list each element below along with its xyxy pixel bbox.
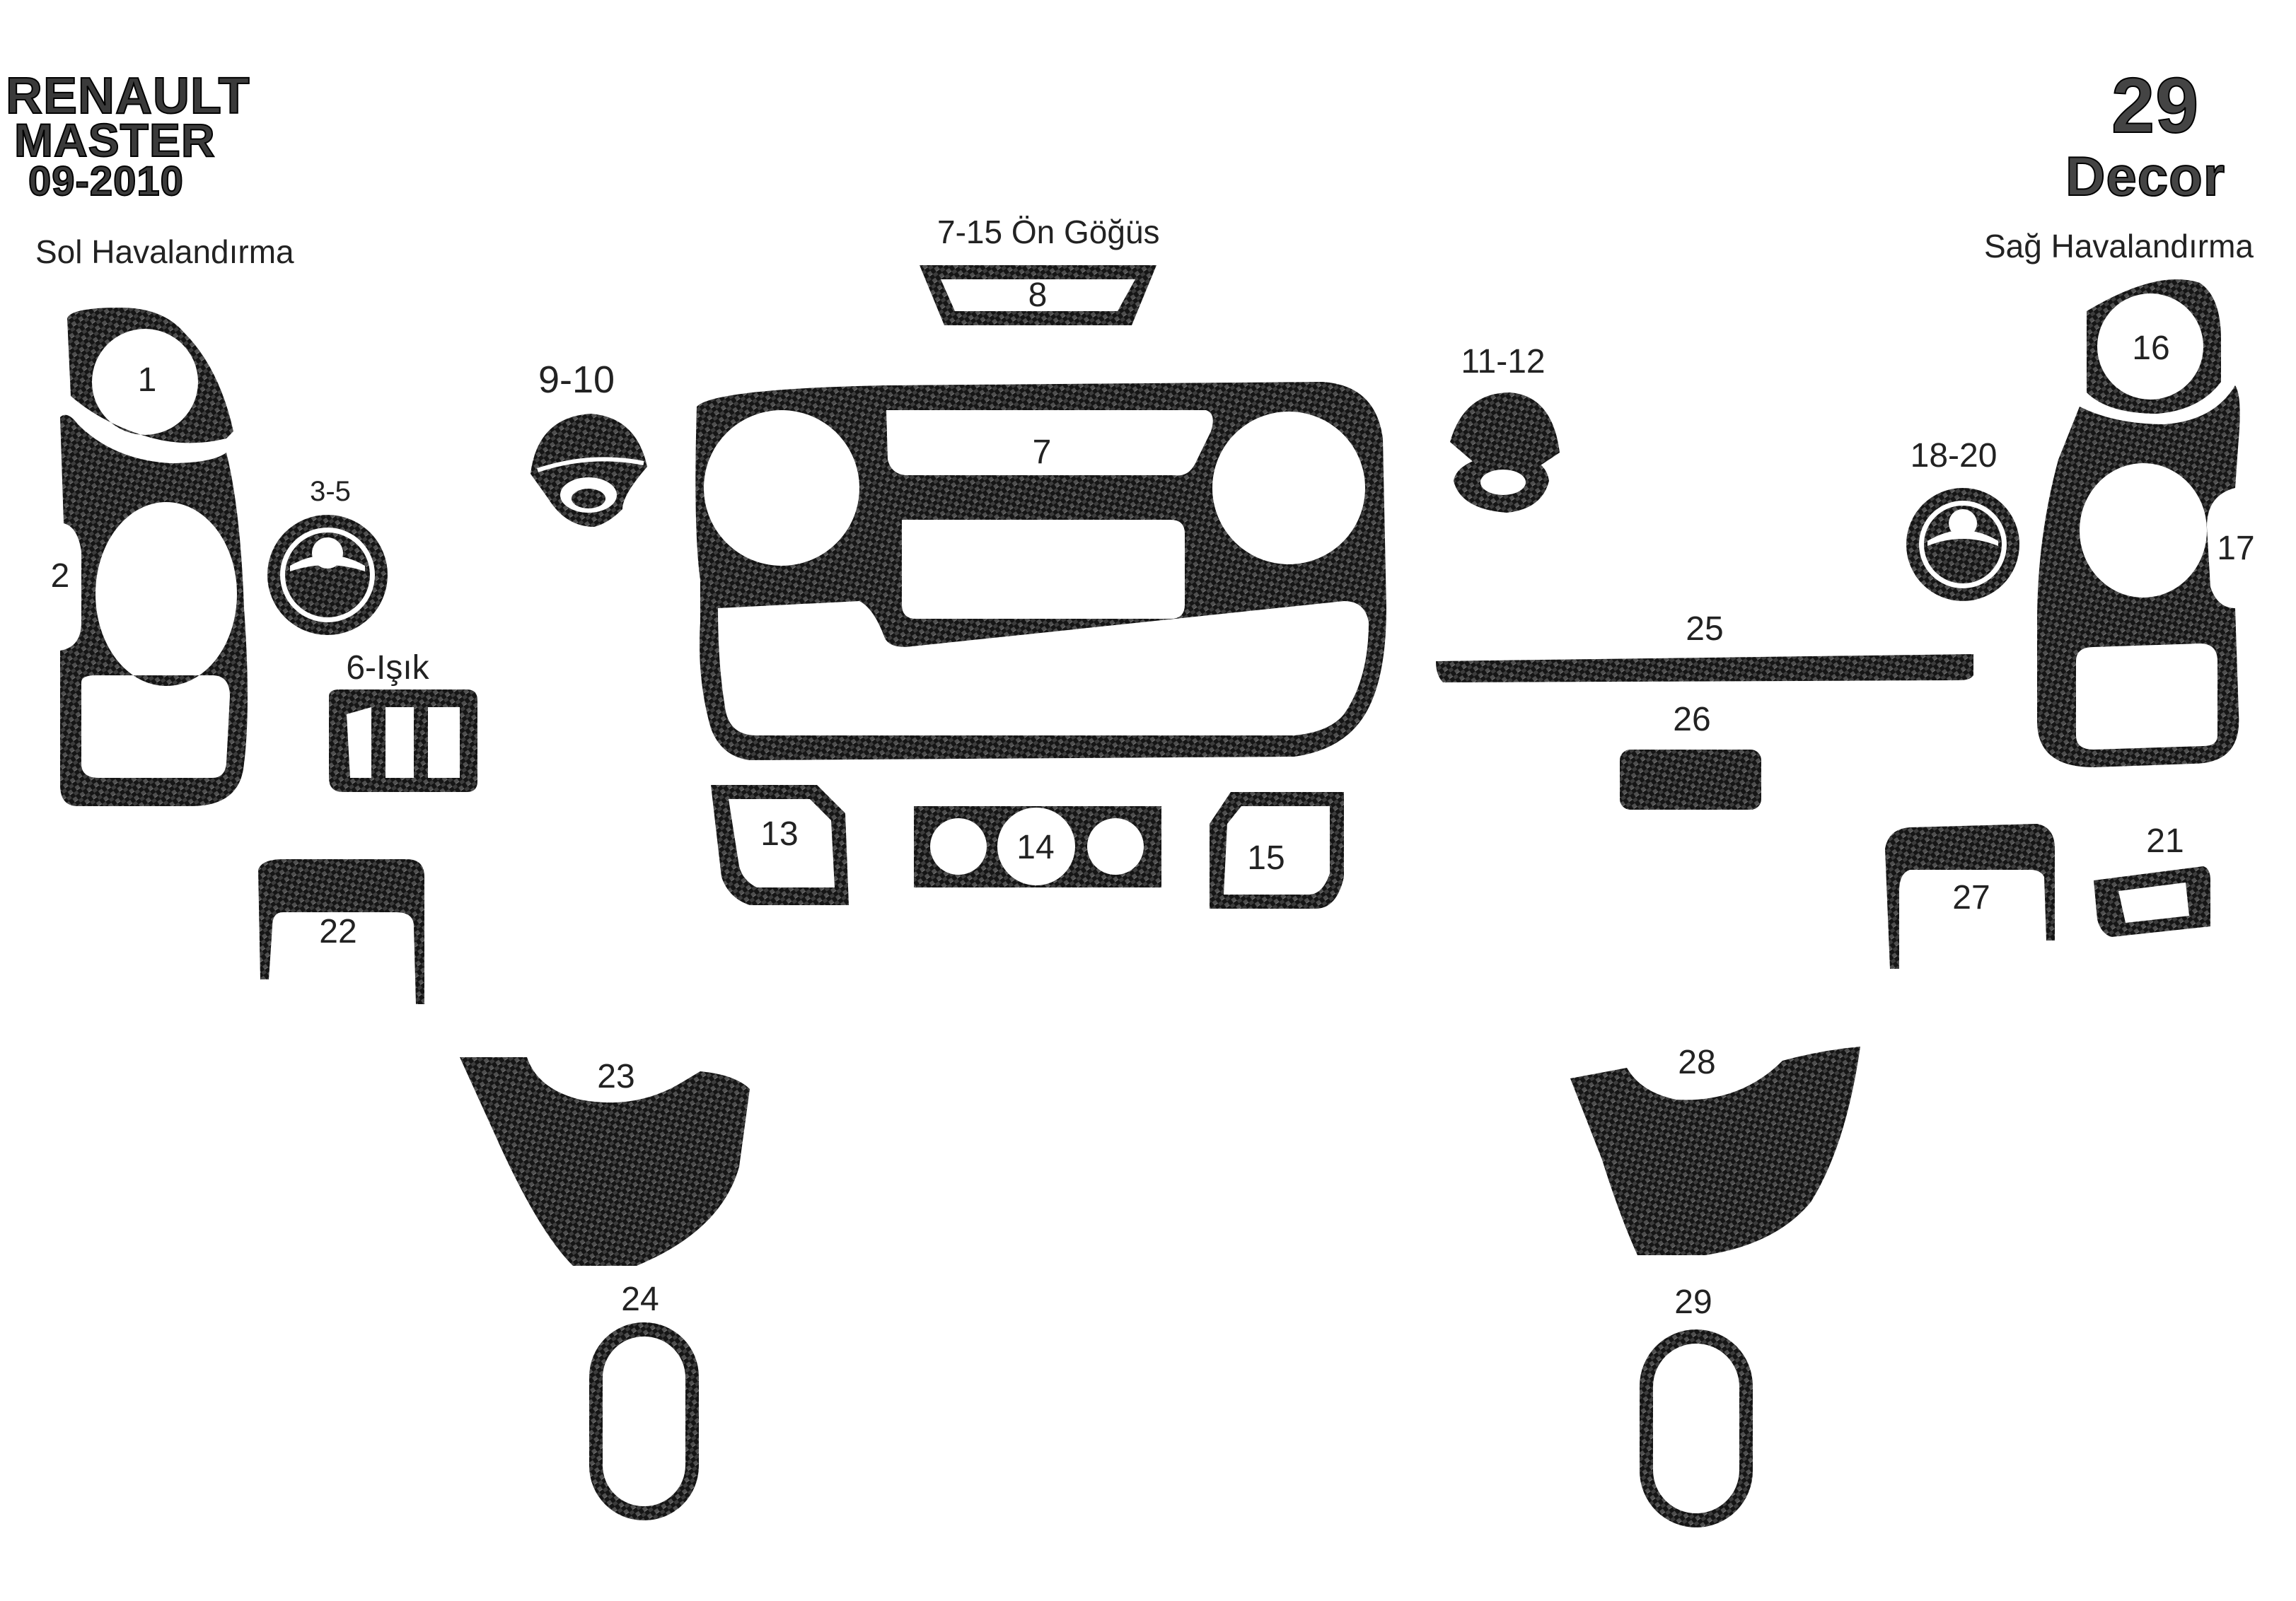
part-11-12-label: 11-12 — [1461, 343, 1546, 380]
brand-title: RENAULT — [5, 68, 250, 124]
part-24-shape — [589, 1322, 699, 1520]
part-9-10-label: 9-10 — [538, 359, 615, 401]
part-7-shape — [695, 382, 1386, 760]
part-16-label: 16 — [2132, 330, 2170, 367]
part-27-label: 27 — [1952, 879, 1990, 916]
part-22-label: 22 — [319, 913, 357, 950]
part-27-shape — [1885, 824, 2055, 969]
part-23-shape — [460, 1057, 750, 1266]
part-29-shape — [1640, 1329, 1753, 1527]
part-24-label: 24 — [621, 1281, 659, 1318]
part-1-shape — [67, 308, 233, 443]
part-6-shape — [329, 689, 477, 792]
part-8-label: 8 — [1028, 276, 1048, 314]
part-28-label: 28 — [1678, 1044, 1716, 1081]
part-17-label: 17 — [2217, 530, 2255, 567]
part-16-shape — [2087, 279, 2221, 414]
part-18-20-label: 18-20 — [1910, 437, 1998, 475]
group-right-vent-label: Sağ Havalandırma — [1984, 228, 2254, 264]
part-22-shape — [258, 859, 424, 1004]
part-3-5-shape — [267, 515, 388, 635]
part-14-label: 14 — [1016, 829, 1055, 866]
part-7-label: 7 — [1032, 433, 1052, 471]
part-11-12-shape — [1450, 392, 1560, 513]
part-25-label: 25 — [1686, 610, 1724, 648]
model-years: 09-2010 — [28, 158, 184, 204]
group-front-console-label: 7-15 Ön Göğüs — [937, 214, 1160, 250]
decor-unit: Decor — [2065, 145, 2226, 207]
part-21-shape — [2094, 866, 2210, 937]
part-29-label: 29 — [1674, 1283, 1712, 1321]
group-left-vent-label: Sol Havalandırma — [35, 233, 294, 270]
part-3-5-label: 3-5 — [310, 476, 351, 507]
part-13-label: 13 — [760, 815, 799, 853]
part-9-10-shape — [530, 414, 647, 527]
part-2-shape — [60, 414, 248, 806]
part-15-shape — [1210, 792, 1344, 909]
part-18-20-shape — [1906, 488, 2019, 601]
part-15-label: 15 — [1247, 839, 1285, 877]
part-28-shape — [1570, 1047, 1860, 1255]
part-1-label: 1 — [137, 361, 157, 399]
part-14-shape — [914, 806, 1161, 887]
part-23-label: 23 — [597, 1058, 635, 1095]
part-2-label: 2 — [50, 557, 70, 595]
part-8-shape — [920, 265, 1156, 325]
decor-count: 29 — [2111, 62, 2200, 149]
part-13-shape — [711, 785, 849, 905]
part-21-label: 21 — [2146, 822, 2184, 860]
part-17-shape — [2037, 385, 2240, 767]
part-25-shape — [1436, 654, 1973, 682]
model-title: MASTER — [13, 114, 216, 166]
part-6-label: 6-Işık — [346, 649, 429, 687]
part-26-label: 26 — [1673, 701, 1711, 738]
part-26-shape — [1620, 750, 1761, 810]
